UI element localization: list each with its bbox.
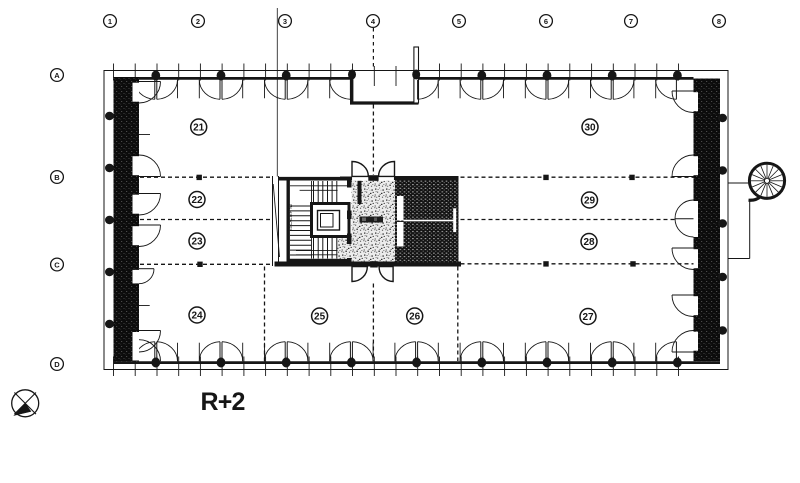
svg-text:B: B [54,173,60,182]
svg-text:29: 29 [584,196,596,207]
svg-text:5: 5 [457,17,461,26]
svg-text:3: 3 [283,17,287,26]
svg-text:7: 7 [629,17,633,26]
svg-text:26: 26 [409,312,421,323]
svg-text:21: 21 [193,123,205,134]
svg-text:2: 2 [196,17,200,26]
svg-text:6: 6 [544,17,548,26]
svg-text:23: 23 [191,237,203,248]
svg-text:25: 25 [314,312,326,323]
svg-text:ESCALIER N2: ESCALIER N2 [288,203,293,231]
svg-text:22: 22 [191,195,203,206]
svg-text:C: C [54,260,60,269]
svg-text:30: 30 [584,123,596,134]
svg-text:R+2: R+2 [201,388,245,416]
svg-text:8: 8 [717,17,721,26]
svg-text:28: 28 [583,237,595,248]
svg-text:A: A [54,71,60,80]
svg-text:27: 27 [582,312,594,323]
svg-text:4: 4 [371,17,376,26]
svg-text:D: D [54,360,60,369]
svg-text:1: 1 [108,17,112,26]
svg-text:24: 24 [191,311,203,322]
